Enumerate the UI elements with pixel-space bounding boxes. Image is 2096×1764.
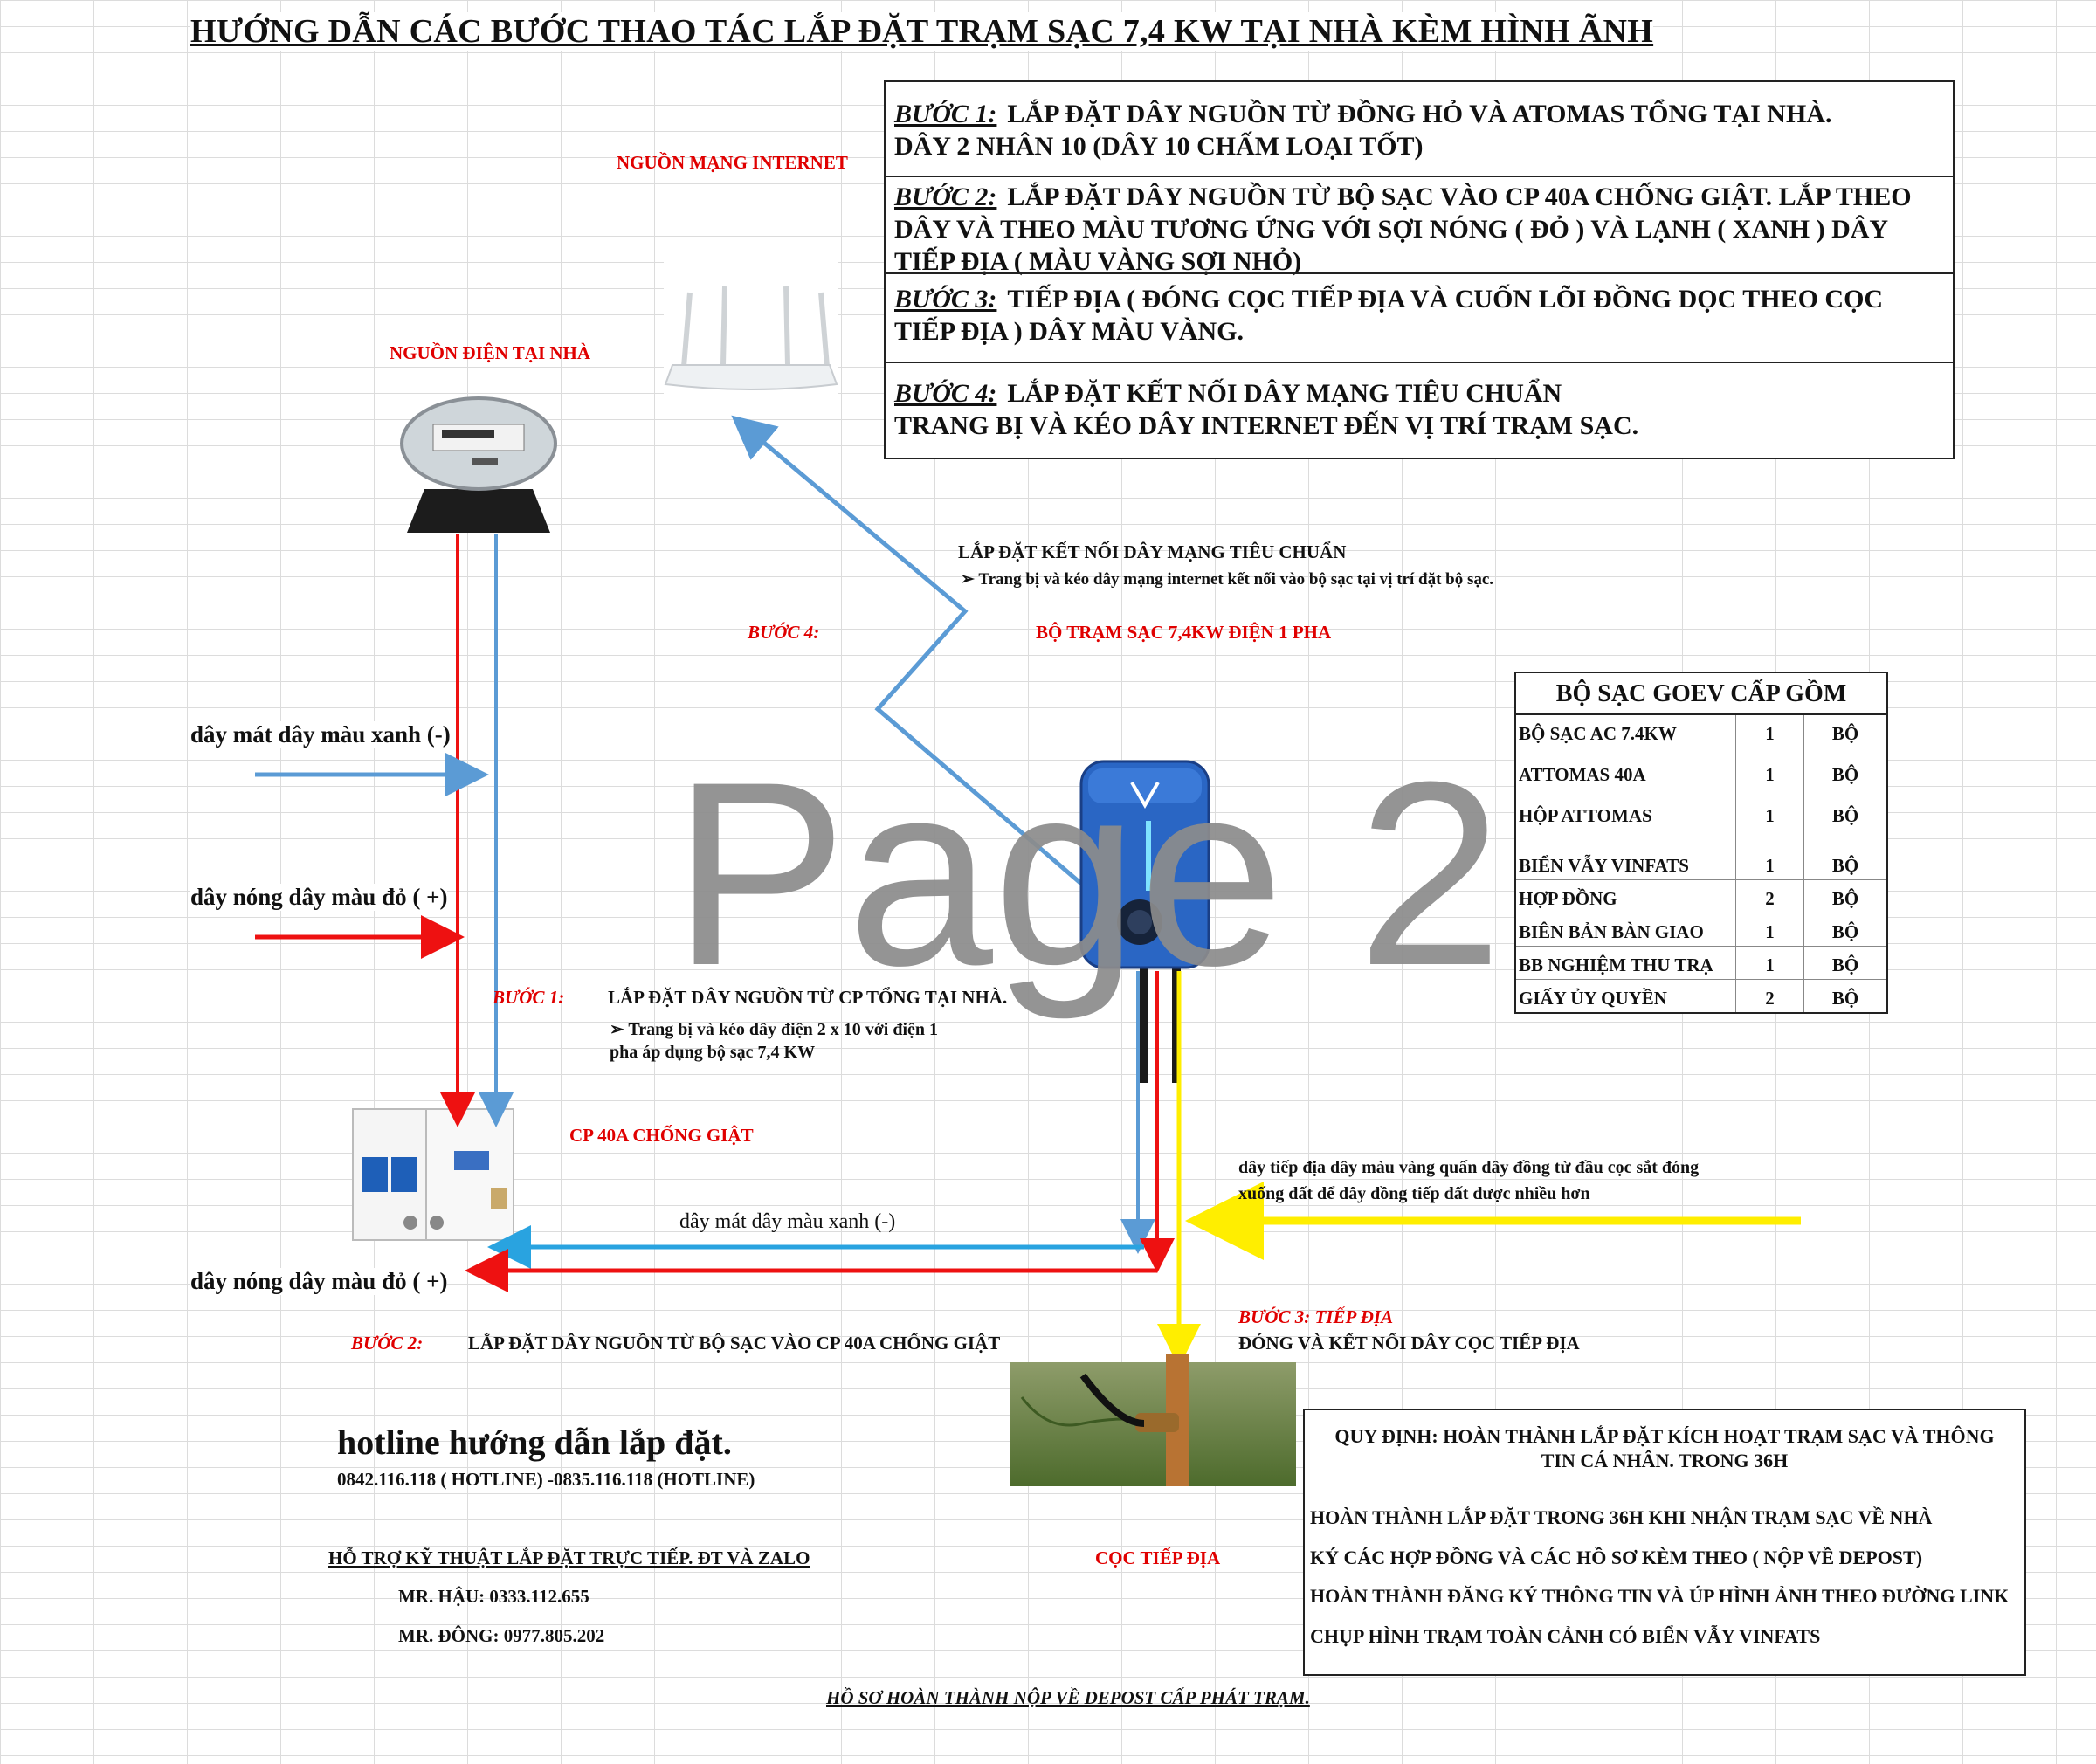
neutral-wire-label-mid: dây mát dây màu xanh (-) — [679, 1210, 896, 1233]
ground-note2: xuống đất để dây đồng tiếp đất được nhiề… — [1238, 1184, 1590, 1203]
step-4: BƯỚC 4: LẮP ĐẶT KẾT NỐI DÂY MẠNG TIÊU CHU… — [886, 372, 1953, 447]
step2-label: BƯỚC 2: — [351, 1333, 424, 1354]
ground-rod-photo — [1010, 1354, 1296, 1486]
list-item: HOÀN THÀNH ĐĂNG KÝ THÔNG TIN VÀ ÚP HÌNH … — [1310, 1585, 2010, 1607]
support-heading: HỖ TRỢ KỸ THUẬT LẮP ĐẶT TRỰC TIẾP. ĐT VÀ… — [328, 1547, 810, 1568]
electric-meter-icon — [400, 396, 557, 533]
live-wire-label-bottom: dây nóng dây màu đỏ ( +) — [190, 1268, 448, 1295]
step-2: BƯỚC 2: LẮP ĐẶT DÂY NGUỒN TỪ BỘ SẠC VÀO C… — [886, 176, 1953, 283]
page-title: HƯỚNG DẪN CÁC BƯỚC THAO TÁC LẮP ĐẶT TRẠM… — [190, 12, 1654, 51]
kit-title: BỘ SẠC GOEV CẤP GỒM — [1516, 673, 1886, 715]
page-watermark: Page 2 — [672, 727, 1503, 1020]
step-1-text: LẮP ĐẶT DÂY NGUỒN TỪ ĐỒNG HỎ VÀ ATOMAS T… — [1007, 100, 1832, 128]
rules-head: QUY ĐỊNH: HOÀN THÀNH LẮP ĐẶT KÍCH HOẠT T… — [1305, 1424, 2024, 1473]
live-wire-label-top: dây nóng dây màu đỏ ( +) — [190, 884, 448, 911]
step-1-text2: DÂY 2 NHÂN 10 (DÂY 10 CHẤM LOẠI TỐT) — [894, 132, 1424, 161]
cp40-label: CP 40A CHỐNG GIẬT — [569, 1125, 754, 1146]
step-2-text: LẮP ĐẶT DÂY NGUỒN TỪ BỘ SẠC VÀO CP 40A C… — [1007, 183, 1912, 211]
list-item: KÝ CÁC HỢP ĐỒNG VÀ CÁC HỒ SƠ KÈM THEO ( … — [1310, 1547, 1923, 1568]
rules-head-line2: TIN CÁ NHÂN. TRONG 36H — [1541, 1450, 1789, 1471]
step-3-text2: TIẾP ĐỊA ) DÂY MÀU VÀNG. — [894, 317, 1244, 346]
step-2-text3: TIẾP ĐỊA ( MÀU VÀNG SỢI NHỎ) — [894, 247, 1302, 276]
step3-text: ĐÓNG VÀ KẾT NỐI DÂY CỌC TIẾP ĐỊA — [1238, 1333, 1580, 1354]
step1-label: BƯỚC 1: — [493, 987, 565, 1008]
hotline-title: hotline hướng dẫn lắp đặt. — [337, 1423, 732, 1462]
contact-hau[interactable]: MR. HẬU: 0333.112.655 — [398, 1586, 590, 1607]
contact-dong[interactable]: MR. ĐÔNG: 0977.805.202 — [398, 1625, 605, 1646]
step-4-text: LẮP ĐẶT KẾT NỐI DÂY MẠNG TIÊU CHUẨN — [1007, 379, 1562, 408]
step-3: BƯỚC 3: TIẾP ĐỊA ( ĐÓNG CỌC TIẾP ĐỊA VÀ C… — [886, 278, 1953, 353]
ground-rod-label: CỌC TIẾP ĐỊA — [1095, 1547, 1221, 1568]
rules-box: QUY ĐỊNH: HOÀN THÀNH LẮP ĐẶT KÍCH HOẠT T… — [1303, 1409, 2026, 1676]
neutral-wire-label-top: dây mát dây màu xanh (-) — [190, 721, 451, 748]
step-3-label: BƯỚC 3: — [894, 285, 997, 314]
ev-charger-icon — [1079, 760, 1210, 969]
ground-note: dây tiếp địa dây màu vàng quấn dây đồng … — [1238, 1158, 1700, 1177]
step-2-text2: DÂY VÀ THEO MÀU TƯƠNG ỨNG VỚI SỢI NÓNG (… — [894, 215, 1889, 244]
circuit-breaker-icon — [352, 1108, 514, 1241]
step1-bullet: ➢ Trang bị và kéo dây điện 2 x 10 với đi… — [610, 1020, 939, 1039]
list-item: HOÀN THÀNH LẮP ĐẶT TRONG 36H KHI NHẬN TR… — [1310, 1506, 1933, 1528]
station-label: BỘ TRẠM SẠC 7,4KW ĐIỆN 1 PHA — [1036, 622, 1332, 643]
step-4-label: BƯỚC 4: — [894, 379, 997, 408]
network-bullet: ➢ Trang bị và kéo dây mạng internet kết … — [961, 570, 1494, 589]
step-3-text: TIẾP ĐỊA ( ĐÓNG CỌC TIẾP ĐỊA VÀ CUỐN LÕI… — [1007, 285, 1884, 314]
step-2-label: BƯỚC 2: — [894, 183, 997, 211]
router-icon — [664, 262, 838, 402]
hotline-numbers[interactable]: 0842.116.118 ( HOTLINE) -0835.116.118 (H… — [337, 1469, 755, 1490]
steps-box: BƯỚC 1: LẮP ĐẶT DÂY NGUỒN TỪ ĐỒNG HỎ VÀ A… — [884, 80, 1955, 459]
step-1-label: BƯỚC 1: — [894, 100, 997, 128]
step1-title: LẮP ĐẶT DÂY NGUỒN TỪ CP TỔNG TẠI NHÀ. — [608, 987, 1008, 1008]
step-1: BƯỚC 1: LẮP ĐẶT DÂY NGUỒN TỪ ĐỒNG HỎ VÀ A… — [886, 93, 1953, 168]
step4-label: BƯỚC 4: — [748, 622, 820, 643]
home-power-label: NGUỒN ĐIỆN TẠI NHÀ — [390, 342, 591, 363]
step-4-text2: TRANG BỊ VÀ KÉO DÂY INTERNET ĐẾN VỊ TRÍ … — [894, 411, 1639, 440]
internet-source-label: NGUỒN MẠNG INTERNET — [617, 152, 848, 173]
step3-label: BƯỚC 3: TIẾP ĐỊA — [1238, 1306, 1394, 1327]
footer-note: HỒ SƠ HOÀN THÀNH NỘP VỀ DEPOST CẤP PHÁT … — [826, 1687, 1310, 1708]
network-title: LẮP ĐẶT KẾT NỐI DÂY MẠNG TIÊU CHUẨN — [958, 541, 1347, 562]
step1-bullet2: pha áp dụng bộ sạc 7,4 KW — [610, 1043, 816, 1062]
rules-head-line1: QUY ĐỊNH: HOÀN THÀNH LẮP ĐẶT KÍCH HOẠT T… — [1334, 1425, 1995, 1447]
step2-text: LẮP ĐẶT DÂY NGUỒN TỪ BỘ SẠC VÀO CP 40A C… — [468, 1333, 1001, 1354]
list-item: CHỤP HÌNH TRẠM TOÀN CẢNH CÓ BIỂN VẪY VIN… — [1310, 1625, 1821, 1647]
